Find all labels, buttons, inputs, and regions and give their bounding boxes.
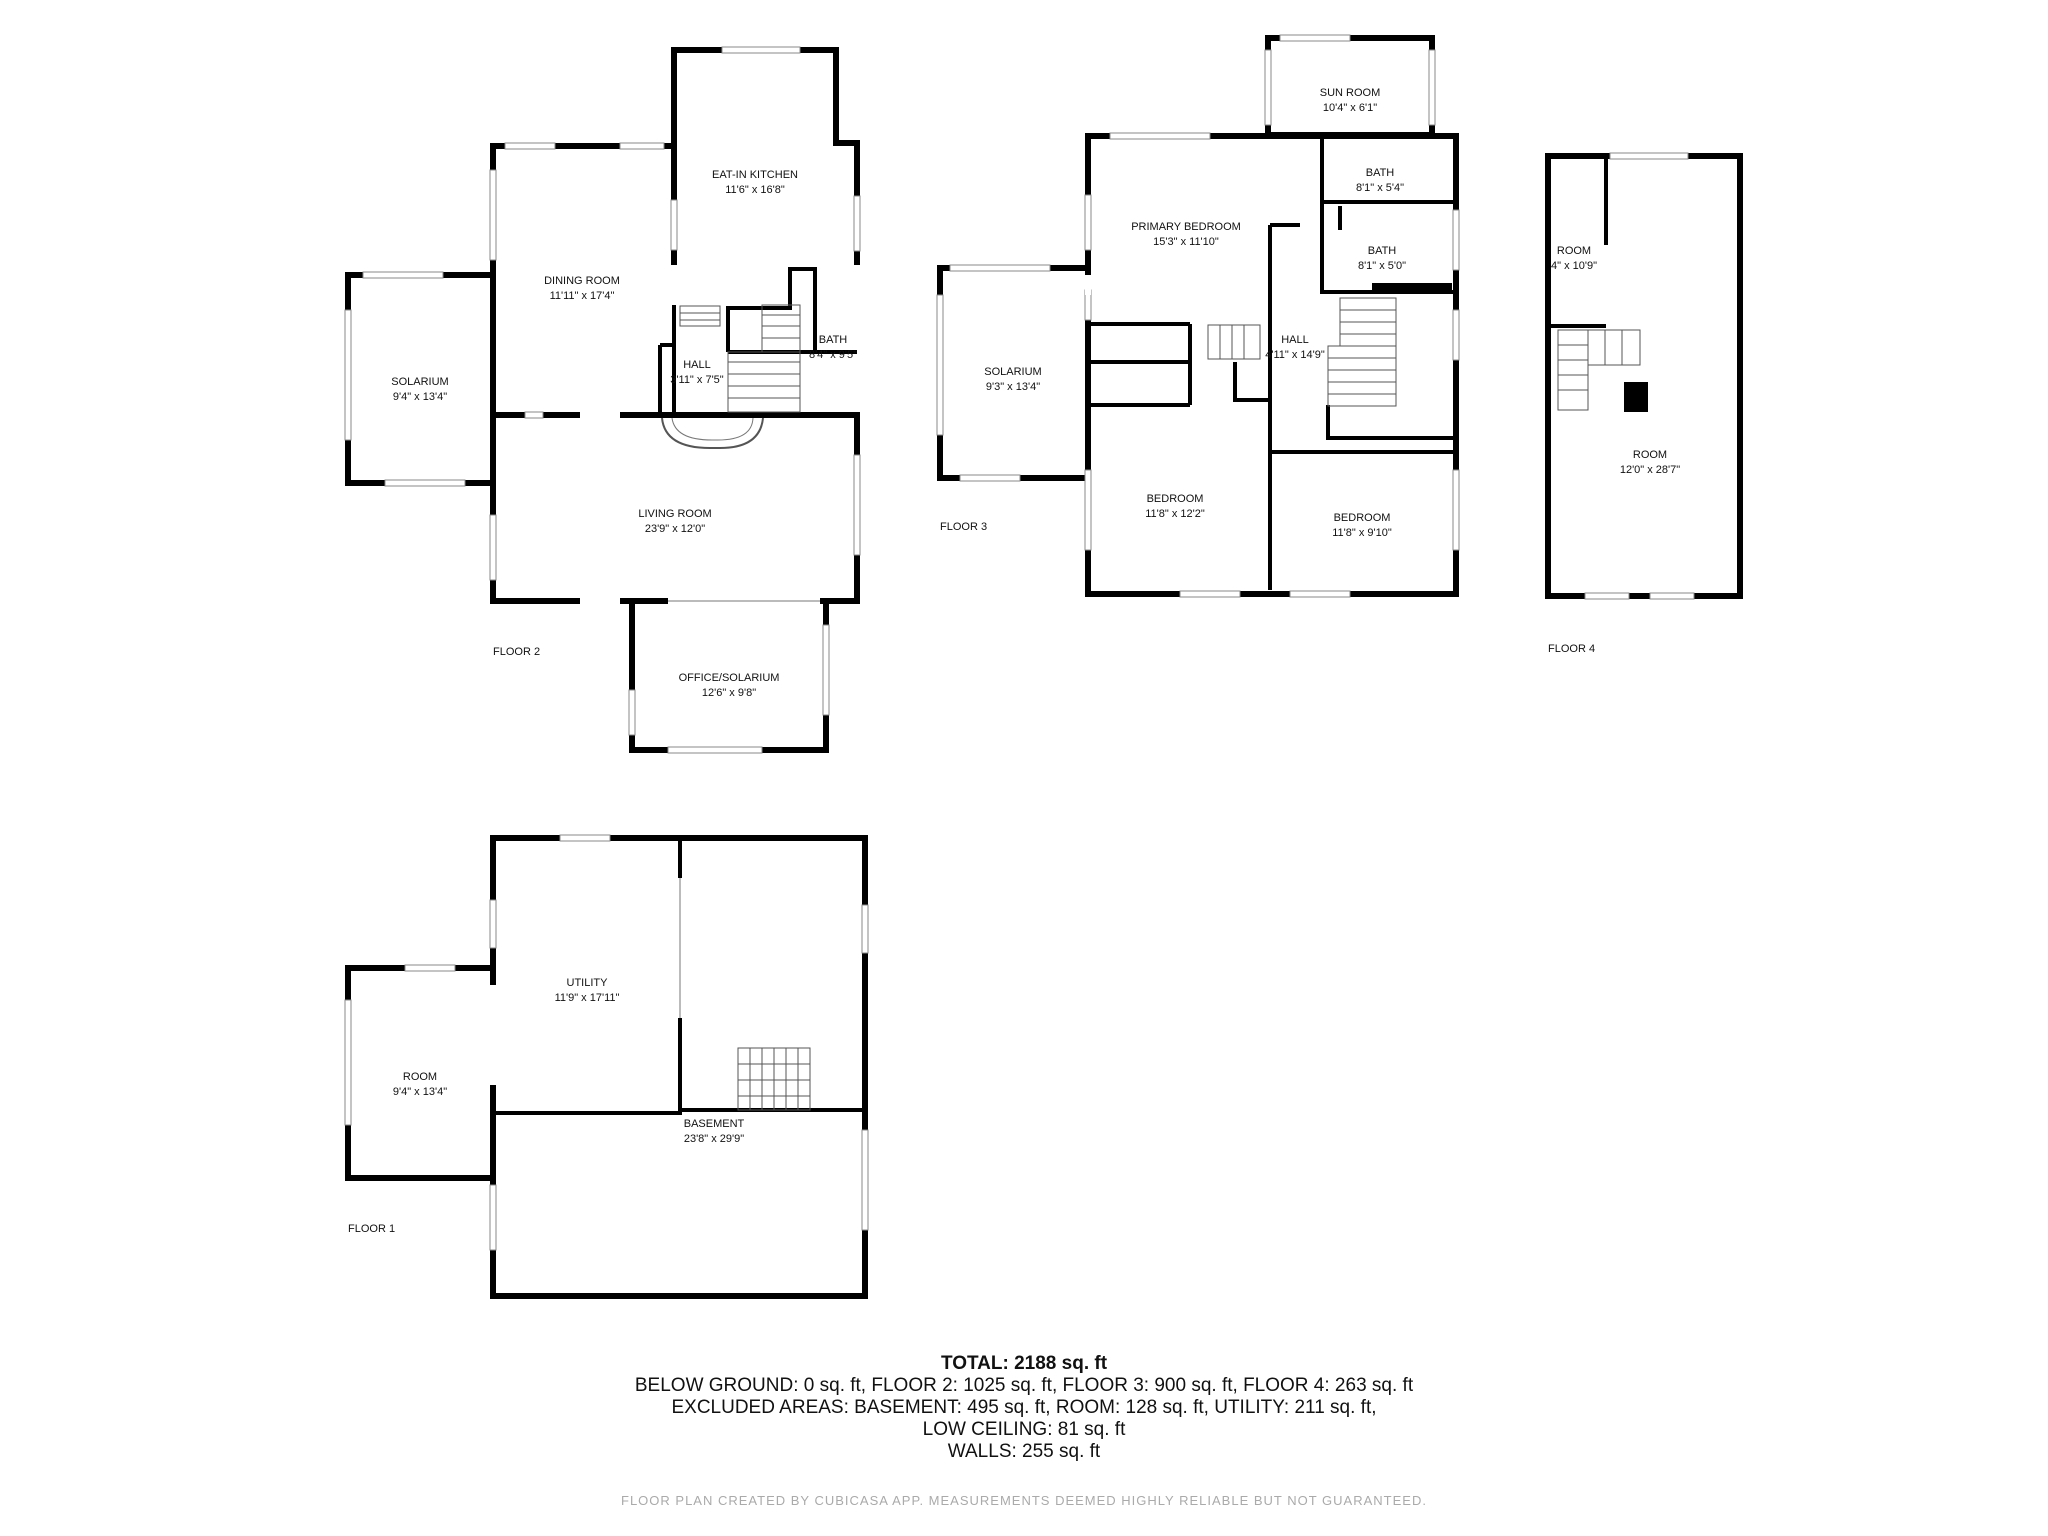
floor-2-kitchen-wall (671, 47, 860, 265)
svg-text:BEDROOM: BEDROOM (1334, 512, 1391, 524)
svg-text:BATH: BATH (1368, 245, 1397, 257)
floor-3-plan: SUN ROOM 10'4" x 6'1" BATH 8'1" x 5'4" P… (936, 34, 1460, 598)
svg-text:11'9" x 17'11": 11'9" x 17'11" (555, 992, 620, 1004)
floor-1-stairs (737, 1047, 811, 1111)
svg-text:DINING ROOM: DINING ROOM (544, 275, 620, 287)
svg-text:12'0" x 28'7": 12'0" x 28'7" (1620, 464, 1680, 476)
svg-text:BATH: BATH (1366, 167, 1395, 179)
svg-text:ROOM: ROOM (403, 1071, 437, 1083)
floor-4-stairs (1557, 329, 1641, 411)
svg-text:HALL: HALL (683, 359, 711, 371)
floor-1-utility-wall (493, 838, 682, 1115)
room-label-hall: HALL 3'11" x 7'5" (670, 359, 723, 386)
svg-text:ROOM: ROOM (1633, 449, 1667, 461)
svg-text:8'4" x 9'5": 8'4" x 9'5" (809, 349, 857, 361)
svg-text:LIVING ROOM: LIVING ROOM (638, 508, 711, 520)
svg-text:HALL: HALL (1281, 334, 1309, 346)
floor-2-stairs (661, 304, 801, 449)
area-summary: TOTAL: 2188 sq. ft BELOW GROUND: 0 sq. f… (0, 1353, 2048, 1463)
svg-text:9'4" x 13'4": 9'4" x 13'4" (393, 1086, 447, 1098)
svg-text:23'9" x 12'0": 23'9" x 12'0" (645, 523, 705, 535)
floor-3-main-wall (1085, 133, 1459, 597)
room-label-bedroom-right: BEDROOM 11'8" x 9'10" (1332, 512, 1392, 539)
svg-text:SOLARIUM: SOLARIUM (984, 366, 1041, 378)
floor-4-wall (1545, 153, 1743, 599)
svg-text:8'1" x 5'0": 8'1" x 5'0" (1358, 260, 1406, 272)
room-label-solarium-floor-3: SOLARIUM 9'3" x 13'4" (984, 366, 1041, 393)
svg-text:BATH: BATH (819, 334, 848, 346)
floor-2-plan: EAT-IN KITCHEN 11'6" x 16'8" DINING ROOM… (344, 46, 861, 754)
total-area: TOTAL: 2188 sq. ft (940, 1353, 1108, 1374)
svg-text:EAT-IN KITCHEN: EAT-IN KITCHEN (712, 169, 798, 181)
svg-text:BEDROOM: BEDROOM (1147, 493, 1204, 505)
room-label-room-floor-4: ROOM 12'0" x 28'7" (1620, 449, 1680, 476)
room-label-eat-in-kitchen: EAT-IN KITCHEN 11'6" x 16'8" (712, 169, 798, 196)
excluded-areas-line: EXCLUDED AREAS: BASEMENT: 495 sq. ft, RO… (671, 1397, 1377, 1418)
svg-text:4'11" x 14'9": 4'11" x 14'9" (1265, 349, 1325, 361)
svg-text:OFFICE/SOLARIUM: OFFICE/SOLARIUM (679, 672, 780, 684)
room-label-utility: UTILITY 11'9" x 17'11" (555, 977, 620, 1004)
room-label-bath: BATH 8'4" x 9'5" (809, 334, 857, 361)
room-label-hall-floor-3: HALL 4'11" x 14'9" (1265, 334, 1325, 361)
svg-text:4" x 10'9": 4" x 10'9" (1551, 260, 1597, 272)
svg-text:9'3" x 13'4": 9'3" x 13'4" (986, 381, 1040, 393)
svg-text:11'11" x 17'4": 11'11" x 17'4" (550, 290, 615, 302)
floor-3-label: FLOOR 3 (940, 521, 987, 533)
svg-text:23'8" x 29'9": 23'8" x 29'9" (684, 1133, 744, 1145)
room-label-room-small: ROOM 4" x 10'9" (1551, 245, 1597, 272)
floor-2-window (721, 46, 801, 54)
svg-text:SUN ROOM: SUN ROOM (1320, 87, 1381, 99)
room-label-bedroom-left: BEDROOM 11'8" x 12'2" (1145, 493, 1205, 520)
svg-text:10'4" x 6'1": 10'4" x 6'1" (1323, 102, 1377, 114)
disclaimer-footer: FLOOR PLAN CREATED BY CUBICASA APP. MEAS… (621, 1493, 1427, 1508)
svg-text:11'8" x 12'2": 11'8" x 12'2" (1145, 508, 1205, 520)
floor-2-label: FLOOR 2 (493, 646, 540, 658)
svg-text:11'6" x 16'8": 11'6" x 16'8" (725, 184, 785, 196)
room-label-solarium: SOLARIUM 9'4" x 13'4" (391, 376, 448, 403)
room-label-living-room: LIVING ROOM 23'9" x 12'0" (638, 508, 711, 535)
floor-4-label: FLOOR 4 (1548, 643, 1595, 655)
svg-text:PRIMARY BEDROOM: PRIMARY BEDROOM (1131, 221, 1241, 233)
svg-text:12'6" x 9'8": 12'6" x 9'8" (702, 687, 756, 699)
floor-1-plan: UTILITY 11'9" x 17'11" ROOM 9'4" x 13'4"… (344, 834, 869, 1299)
floor-3-window (1279, 34, 1351, 42)
room-label-room-floor-1: ROOM 9'4" x 13'4" (393, 1071, 447, 1098)
floor-3-stairs (1207, 297, 1397, 407)
room-label-primary-bedroom: PRIMARY BEDROOM 15'3" x 11'10" (1131, 221, 1241, 248)
room-label-basement: BASEMENT 23'8" x 29'9" (684, 1118, 745, 1145)
svg-text:BASEMENT: BASEMENT (684, 1118, 745, 1130)
room-label-bath-upper: BATH 8'1" x 5'4" (1356, 167, 1404, 194)
room-label-office-solarium: OFFICE/SOLARIUM 12'6" x 9'8" (679, 672, 780, 699)
room-label-sun-room: SUN ROOM 10'4" x 6'1" (1320, 87, 1381, 114)
svg-text:8'1" x 5'4": 8'1" x 5'4" (1356, 182, 1404, 194)
svg-text:15'3" x 11'10": 15'3" x 11'10" (1153, 236, 1219, 248)
floor-1-label: FLOOR 1 (348, 1223, 395, 1235)
walls-line: WALLS: 255 sq. ft (947, 1441, 1101, 1462)
floor-4-window (1609, 152, 1689, 160)
svg-text:11'8" x 9'10": 11'8" x 9'10" (1332, 527, 1392, 539)
floor-areas-line: BELOW GROUND: 0 sq. ft, FLOOR 2: 1025 sq… (634, 1375, 1414, 1396)
low-ceiling-line: LOW CEILING: 81 sq. ft (922, 1419, 1126, 1440)
room-label-dining-room: DINING ROOM 11'11" x 17'4" (544, 275, 620, 302)
svg-text:9'4" x 13'4": 9'4" x 13'4" (393, 391, 447, 403)
svg-text:3'11" x 7'5": 3'11" x 7'5" (670, 374, 723, 386)
floor-4-plan: ROOM 4" x 10'9" ROOM 12'0" x 28'7" FLOOR… (1545, 152, 1743, 655)
svg-text:ROOM: ROOM (1557, 245, 1591, 257)
svg-text:UTILITY: UTILITY (567, 977, 609, 989)
room-label-bath-lower: BATH 8'1" x 5'0" (1358, 245, 1406, 272)
svg-text:SOLARIUM: SOLARIUM (391, 376, 448, 388)
floor-1-window (559, 834, 611, 842)
chimney-block (1624, 382, 1648, 412)
